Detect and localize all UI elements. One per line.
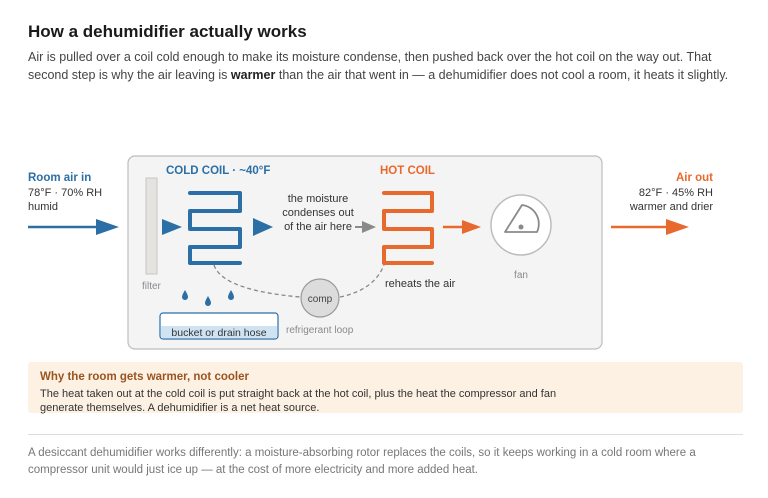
bucket-label: bucket or drain hose — [171, 327, 266, 339]
hot-coil — [382, 191, 434, 265]
room-air-reading: 78°F · 70% RH — [28, 187, 102, 199]
air-out-arrow — [611, 219, 689, 235]
hot-coil-outlet-arrow — [443, 220, 481, 234]
water-droplet-icons — [182, 290, 234, 306]
intro-text-start: Air is pulled over a coil cold enough to… — [28, 50, 712, 82]
intro-paragraph: Air is pulled over a coil cold enough to… — [28, 48, 743, 84]
hot-coil-label: HOT COIL — [380, 165, 435, 177]
cold-coil — [188, 191, 242, 265]
cold-coil-outlet-arrow — [253, 218, 273, 236]
air-in-arrow — [28, 219, 119, 235]
room-air-note: humid — [28, 201, 58, 213]
cold-coil-label: COLD COIL · ~40°F — [166, 165, 270, 177]
cold-coil-inlet-arrow — [162, 219, 182, 235]
air-out-label: Air out — [676, 172, 713, 184]
unit-housing — [127, 155, 603, 350]
filter-panel — [145, 177, 158, 275]
reheat-note: reheats the air — [385, 278, 456, 290]
intro-emphasis: warmer — [230, 68, 276, 82]
fan-label: fan — [514, 270, 528, 281]
mid-air-arrow — [355, 221, 376, 233]
condense-note-line-2: condenses out — [282, 207, 354, 219]
condense-note-line-3: of the air here — [284, 221, 352, 233]
refrigerant-loop-right — [339, 264, 385, 298]
fan-icon — [490, 194, 552, 256]
compressor-label: comp — [308, 294, 333, 305]
bucket-water — [161, 326, 277, 338]
room-air-label: Room air in — [28, 172, 91, 184]
callout-body: The heat taken out at the cold coil is p… — [40, 388, 557, 414]
page-title: How a dehumidifier actually works — [28, 22, 307, 41]
air-out-note: warmer and drier — [629, 201, 713, 213]
refrigerant-loop-label: refrigerant loop — [286, 325, 354, 336]
refrigerant-loop-left — [213, 264, 301, 298]
callout-title: Why the room gets warmer, not cooler — [40, 371, 249, 383]
filter-label: filter — [142, 281, 162, 292]
divider — [28, 434, 743, 435]
air-out-reading: 82°F · 45% RH — [639, 187, 713, 199]
intro-text-end: than the air that went in — a dehumidifi… — [275, 68, 729, 82]
compressor — [300, 278, 340, 318]
condense-note-line-1: the moisture — [288, 193, 349, 205]
callout-box: Why the room gets warmer, not cooler The… — [28, 362, 743, 414]
footnote: A desiccant dehumidifier works different… — [28, 447, 696, 476]
